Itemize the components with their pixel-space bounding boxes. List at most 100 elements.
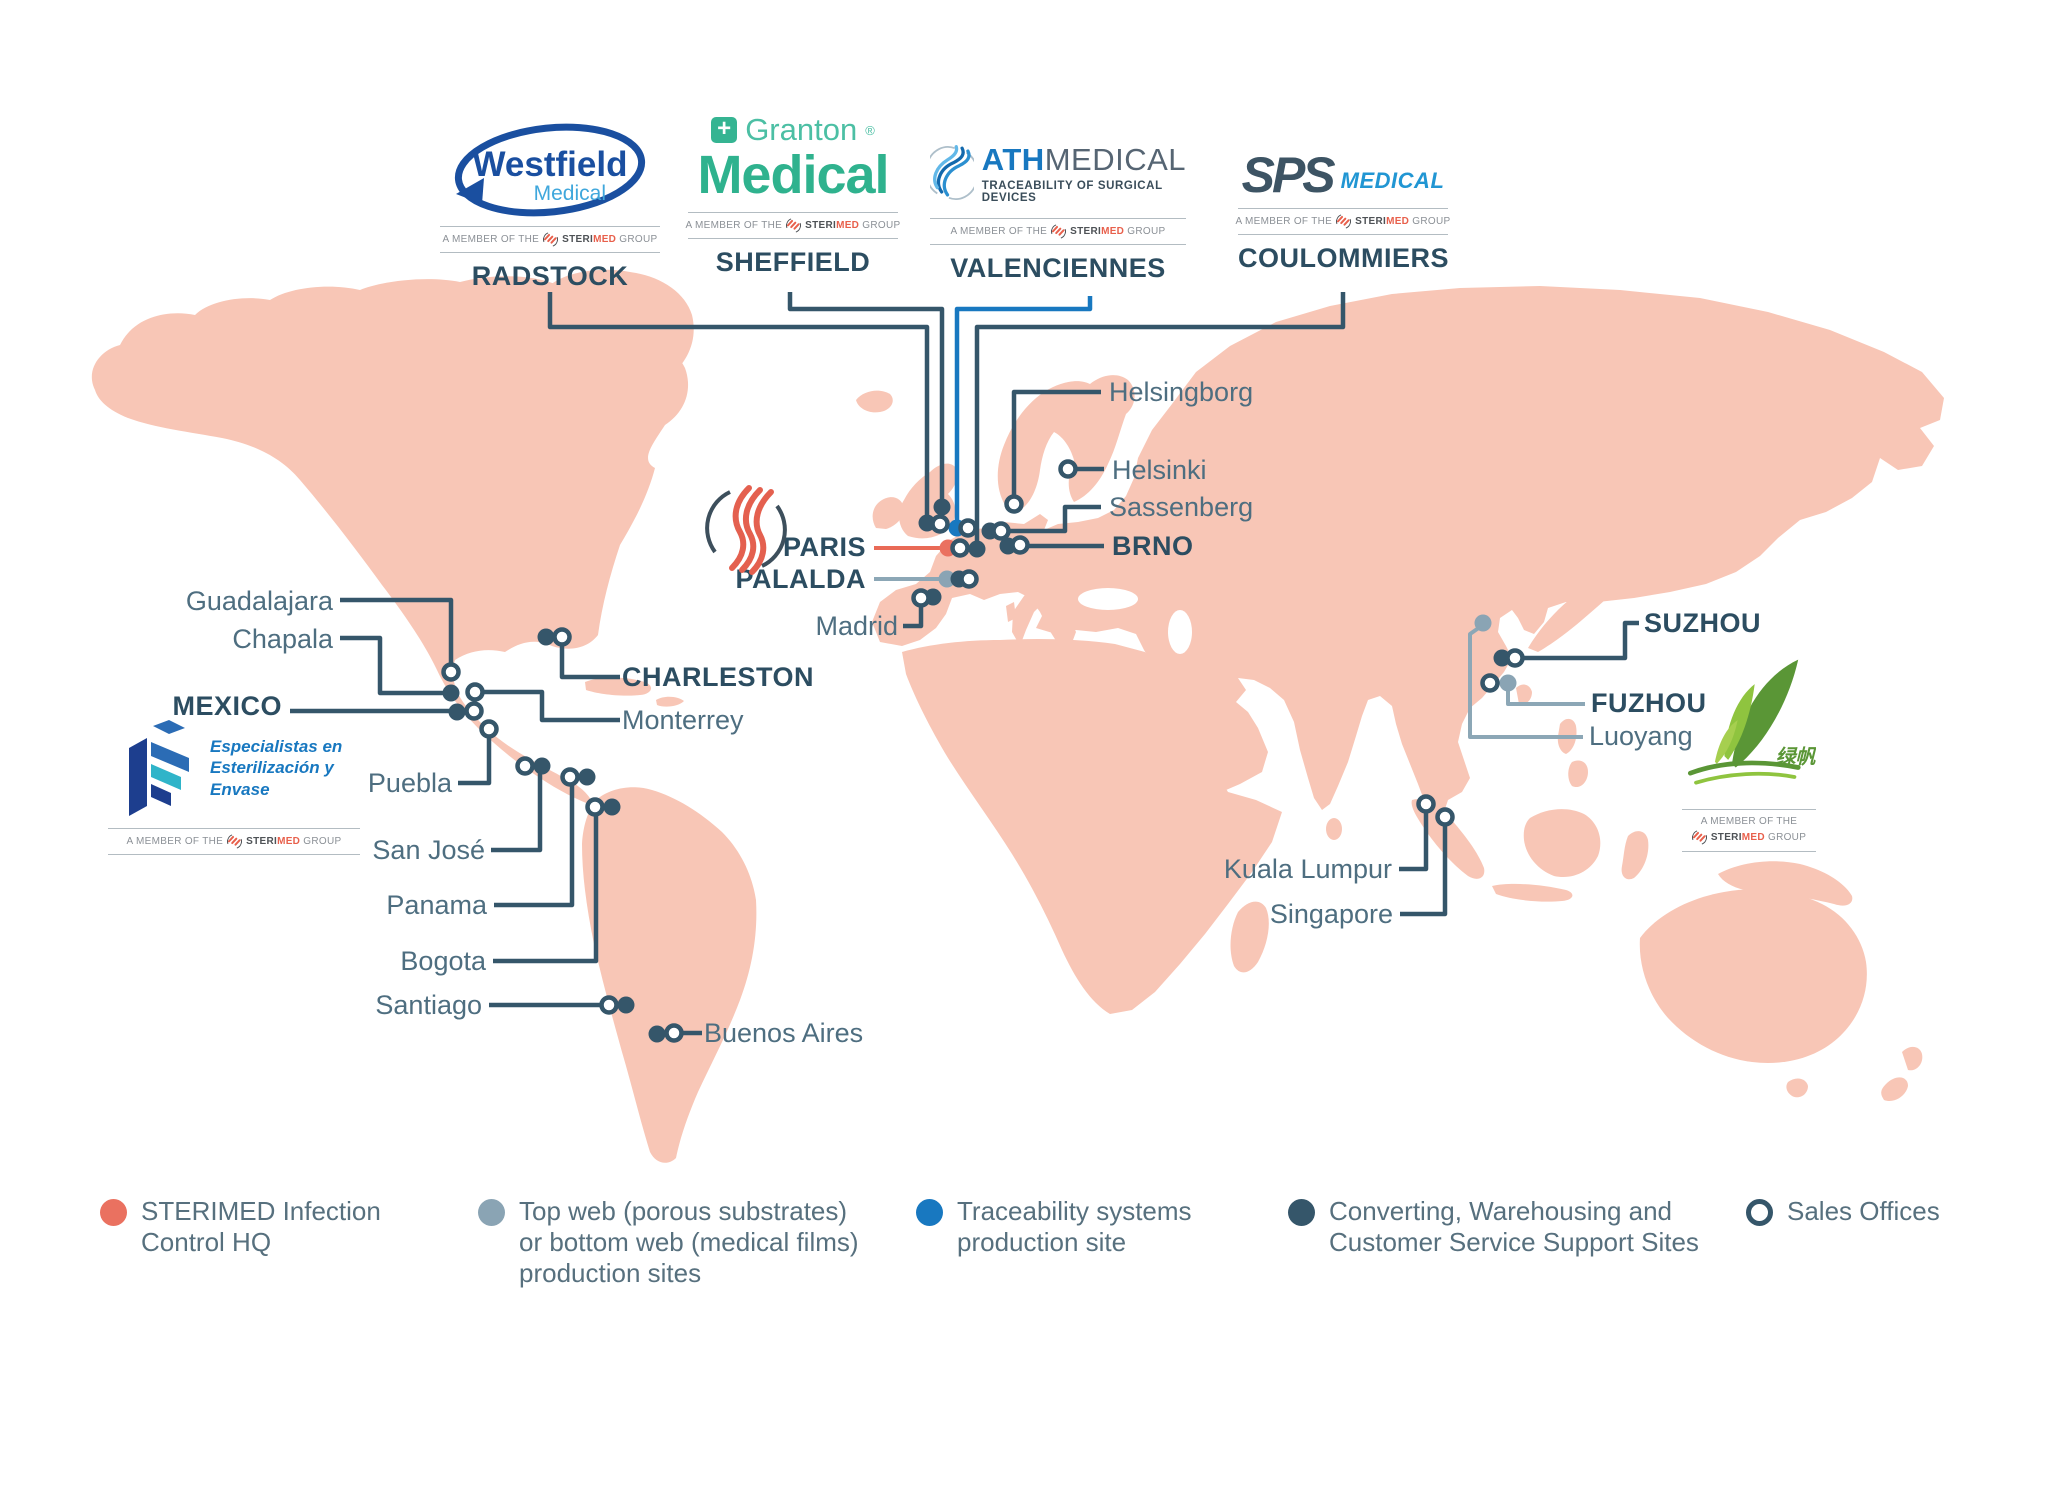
legend-topweb-dot [478, 1199, 505, 1226]
map-label-buenos-aires: Buenos Aires [704, 1018, 863, 1048]
map-label-santiago: Santiago [375, 990, 482, 1020]
marker-palalda-sales [959, 569, 979, 589]
connector-chapala [340, 635, 444, 696]
granton-cross-icon [711, 115, 738, 143]
brand-westfield: Westfield Medical A MEMBER OF THE STERIM… [440, 118, 660, 292]
connector-singapore [1400, 824, 1448, 917]
marker-madrid-sales [911, 588, 931, 608]
marker-monterrey [465, 682, 485, 702]
connector-madrid [903, 605, 924, 629]
sterimed-logo [705, 485, 787, 575]
connector-charleston [559, 644, 620, 680]
legend-topweb-label: Top web (porous substrates)or bottom web… [519, 1196, 859, 1288]
marker-santiago-conv [617, 996, 635, 1014]
connector-sheffield [787, 292, 945, 500]
granton-medical: Medical [697, 145, 889, 205]
map-label-helsinki: Helsinki [1112, 455, 1207, 485]
marker-kuala-lumpur [1416, 794, 1436, 814]
marker-radstock-sales [930, 514, 950, 534]
connector-sassenberg [1008, 504, 1101, 534]
marker-helsinki [1058, 459, 1078, 479]
legend-trace-dot [916, 1199, 943, 1226]
connector-fuzhou [1506, 690, 1585, 706]
marker-bogota-conv [603, 798, 621, 816]
marker-valenciennes-sales [958, 518, 978, 538]
sps-medical: MEDICAL [1340, 168, 1445, 193]
map-label-singapore: Singapore [1270, 899, 1393, 929]
inland-seas [1078, 588, 1192, 654]
connector-coulommiers [974, 292, 1346, 542]
brand-sps: SPS MEDICAL A MEMBER OF THE STERIMED GRO… [1236, 150, 1451, 274]
connector-monterrey [482, 689, 620, 723]
map-label-brno: BRNO [1112, 531, 1194, 561]
marker-sheffield [933, 498, 951, 516]
sterimed-swoosh-icon [783, 215, 804, 236]
legend-sales-dot [1746, 1199, 1773, 1226]
lvfan-characters: 绿帆 [1776, 746, 1816, 769]
map-label-charleston: CHARLESTON [622, 662, 814, 692]
legend-hq-dot [100, 1199, 127, 1226]
marker-buenos-aires-conv [648, 1025, 666, 1043]
marker-mexico-sales [464, 701, 484, 721]
member-line: A MEMBER OF THE STERIMED GROUP [440, 226, 660, 253]
granton-name: Granton [745, 112, 858, 147]
site-coulommiers: COULOMMIERS [1238, 243, 1449, 273]
china-logo-block: 绿帆 A MEMBER OF THE STERIMED GROUP [1682, 652, 1817, 852]
ath-medical: MEDICAL [1044, 142, 1186, 177]
marker-guadalajara [441, 662, 461, 682]
site-valenciennes: VALENCIENNES [950, 253, 1166, 283]
sterimed-swoosh-icon [1048, 221, 1069, 242]
legend-item-topweb: Top web (porous substrates)or bottom web… [478, 1196, 859, 1289]
marker-singapore [1435, 807, 1455, 827]
marker-fuzhou-sales [1480, 673, 1500, 693]
member-line: A MEMBER OF THE STERIMED GROUP [1236, 208, 1450, 235]
marker-sassenberg-sales [991, 521, 1011, 541]
legend-sales-label: Sales Offices [1787, 1196, 1940, 1226]
map-label-luoyang: Luoyang [1589, 721, 1693, 751]
map-label-kuala-lumpur: Kuala Lumpur [1224, 854, 1392, 884]
sterimed-swoosh-icon [540, 229, 561, 250]
connector-lines [290, 292, 1639, 1036]
ath-name: ATH [981, 142, 1045, 177]
marker-bogota-sales [585, 797, 605, 817]
site-sheffield: SHEFFIELD [715, 247, 871, 277]
marker-coulommiers [968, 540, 986, 558]
map-label-suzhou: SUZHOU [1644, 608, 1761, 638]
site-radstock: RADSTOCK [471, 261, 629, 291]
ath-tagline: TRACEABILITY OF SURGICAL DEVICES [981, 180, 1163, 204]
map-label-guadalajara: Guadalajara [186, 586, 334, 616]
marker-suzhou-sales [1505, 648, 1525, 668]
marker-panama-sales [560, 767, 580, 787]
mexico-logo-text: Especialistas en Esterilización y Envase [210, 737, 343, 799]
map-label-fuzhou: FUZHOU [1591, 688, 1706, 718]
connector-radstock [547, 292, 930, 516]
continents [91, 269, 1944, 1163]
map-label-puebla: Puebla [368, 768, 453, 798]
brand-granton: Granton ® Medical A MEMBER OF THE STERIM… [686, 112, 901, 278]
legend-item-sales: Sales Offices [1746, 1196, 1940, 1227]
marker-san-jose-sales [515, 756, 535, 776]
map-label-panama: Panama [386, 890, 488, 920]
green-sail-logo: 绿帆 [1687, 659, 1817, 785]
marker-palalda-topweb [938, 570, 956, 588]
marker-charleston-sales [552, 627, 572, 647]
site-markers [441, 459, 1525, 1043]
map-label-monterrey: Monterrey [622, 705, 744, 735]
map-label-mexico: MEXICO [172, 691, 282, 721]
marker-brno-sales [1010, 535, 1030, 555]
connector-san-jose [491, 773, 543, 853]
sterimed-swoosh-icon [1333, 211, 1354, 232]
connector-guadalajara [340, 597, 454, 665]
member-line: A MEMBER OF THE STERIMED GROUP [686, 212, 900, 239]
marker-chapala [442, 684, 460, 702]
westfield-name: Westfield [473, 145, 628, 184]
registered-mark: ® [865, 122, 875, 138]
map-label-paris: PARIS [783, 532, 866, 562]
